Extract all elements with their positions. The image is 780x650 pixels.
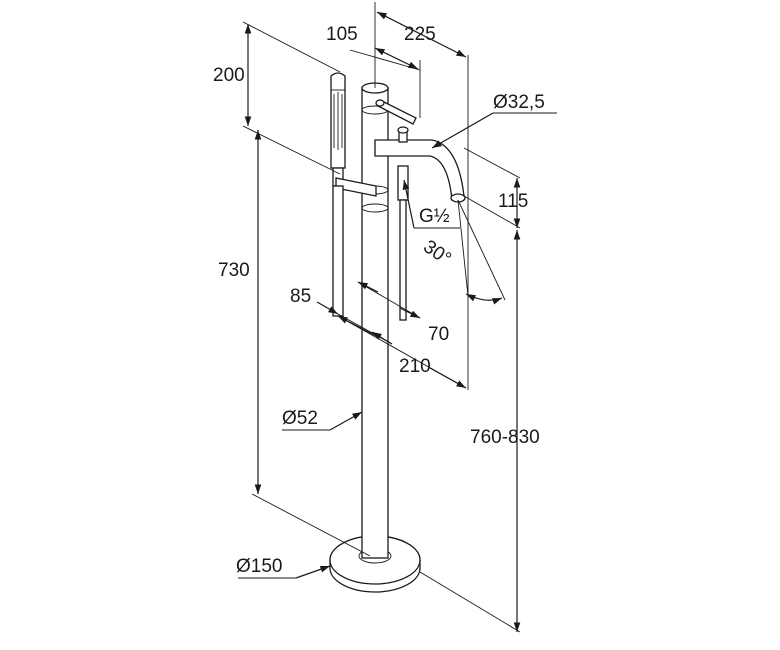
base-plate xyxy=(329,535,421,593)
dim-70: 70 xyxy=(428,324,449,345)
mixer-lever xyxy=(375,99,417,125)
dim-115: 115 xyxy=(498,191,528,212)
dim-210: 210 xyxy=(399,356,431,377)
dimension-labels: 105 225 200 Ø32,5 115 G½ 30° 730 85 70 2… xyxy=(213,24,545,577)
dim-g-half: G½ xyxy=(419,206,450,227)
dim-105: 105 xyxy=(326,24,358,45)
dim-diameter-150: Ø150 xyxy=(236,556,282,577)
dim-85: 85 xyxy=(290,286,311,307)
hand-shower xyxy=(330,72,377,317)
dim-angle-30: 30° xyxy=(419,236,455,270)
spout xyxy=(374,126,466,203)
dim-760-830: 760-830 xyxy=(470,427,540,448)
dim-225: 225 xyxy=(404,24,436,45)
dim-diameter-52: Ø52 xyxy=(282,408,318,429)
dim-diameter-32-5: Ø32,5 xyxy=(493,92,545,113)
dim-200: 200 xyxy=(213,65,245,86)
dim-730: 730 xyxy=(218,260,250,281)
dimension-lines xyxy=(238,2,557,633)
